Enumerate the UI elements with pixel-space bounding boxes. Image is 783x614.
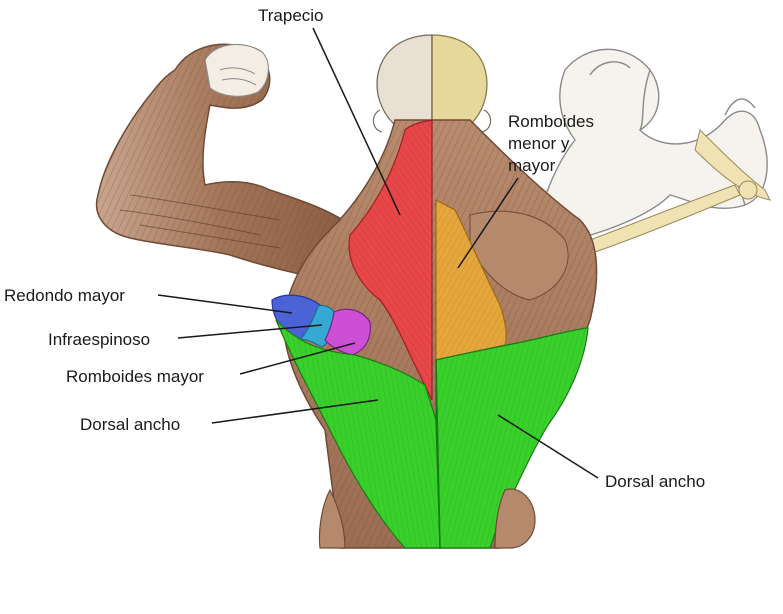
label-dorsal-ancho-left: Dorsal ancho — [80, 415, 181, 434]
leader-lines — [157, 27, 599, 479]
leader-redondo-mayor — [157, 294, 293, 314]
head — [372, 34, 492, 141]
label-romboides-mayor: Romboides mayor — [66, 367, 204, 386]
label-dorsal-ancho-right: Dorsal ancho — [605, 472, 706, 491]
label-romboides-menor-mayor-line1: Romboides — [508, 112, 594, 131]
label-infraespinoso: Infraespinoso — [48, 330, 151, 349]
leader-infraespinoso — [177, 324, 323, 339]
romboides-menor-mayor-muscle — [435, 199, 507, 361]
leader-romboides-menor-mayor — [457, 177, 519, 269]
leader-dorsal-ancho-left — [211, 399, 379, 424]
left-arm-muscles — [95, 43, 352, 281]
label-romboides-menor-mayor-line2: menor y — [508, 134, 570, 153]
label-trapecio: Trapecio — [258, 6, 324, 25]
right-forearm-bones — [589, 129, 771, 253]
leader-romboides-mayor — [239, 342, 356, 375]
dorsal-ancho-muscle — [275, 319, 589, 549]
leader-dorsal-ancho-right — [497, 414, 599, 479]
label-redondo-mayor: Redondo mayor — [4, 286, 125, 305]
trapecio-muscle — [348, 119, 433, 401]
leader-trapecio — [312, 27, 401, 216]
label-romboides-menor-mayor-line3: mayor — [508, 156, 556, 175]
lower-torso — [318, 488, 536, 549]
